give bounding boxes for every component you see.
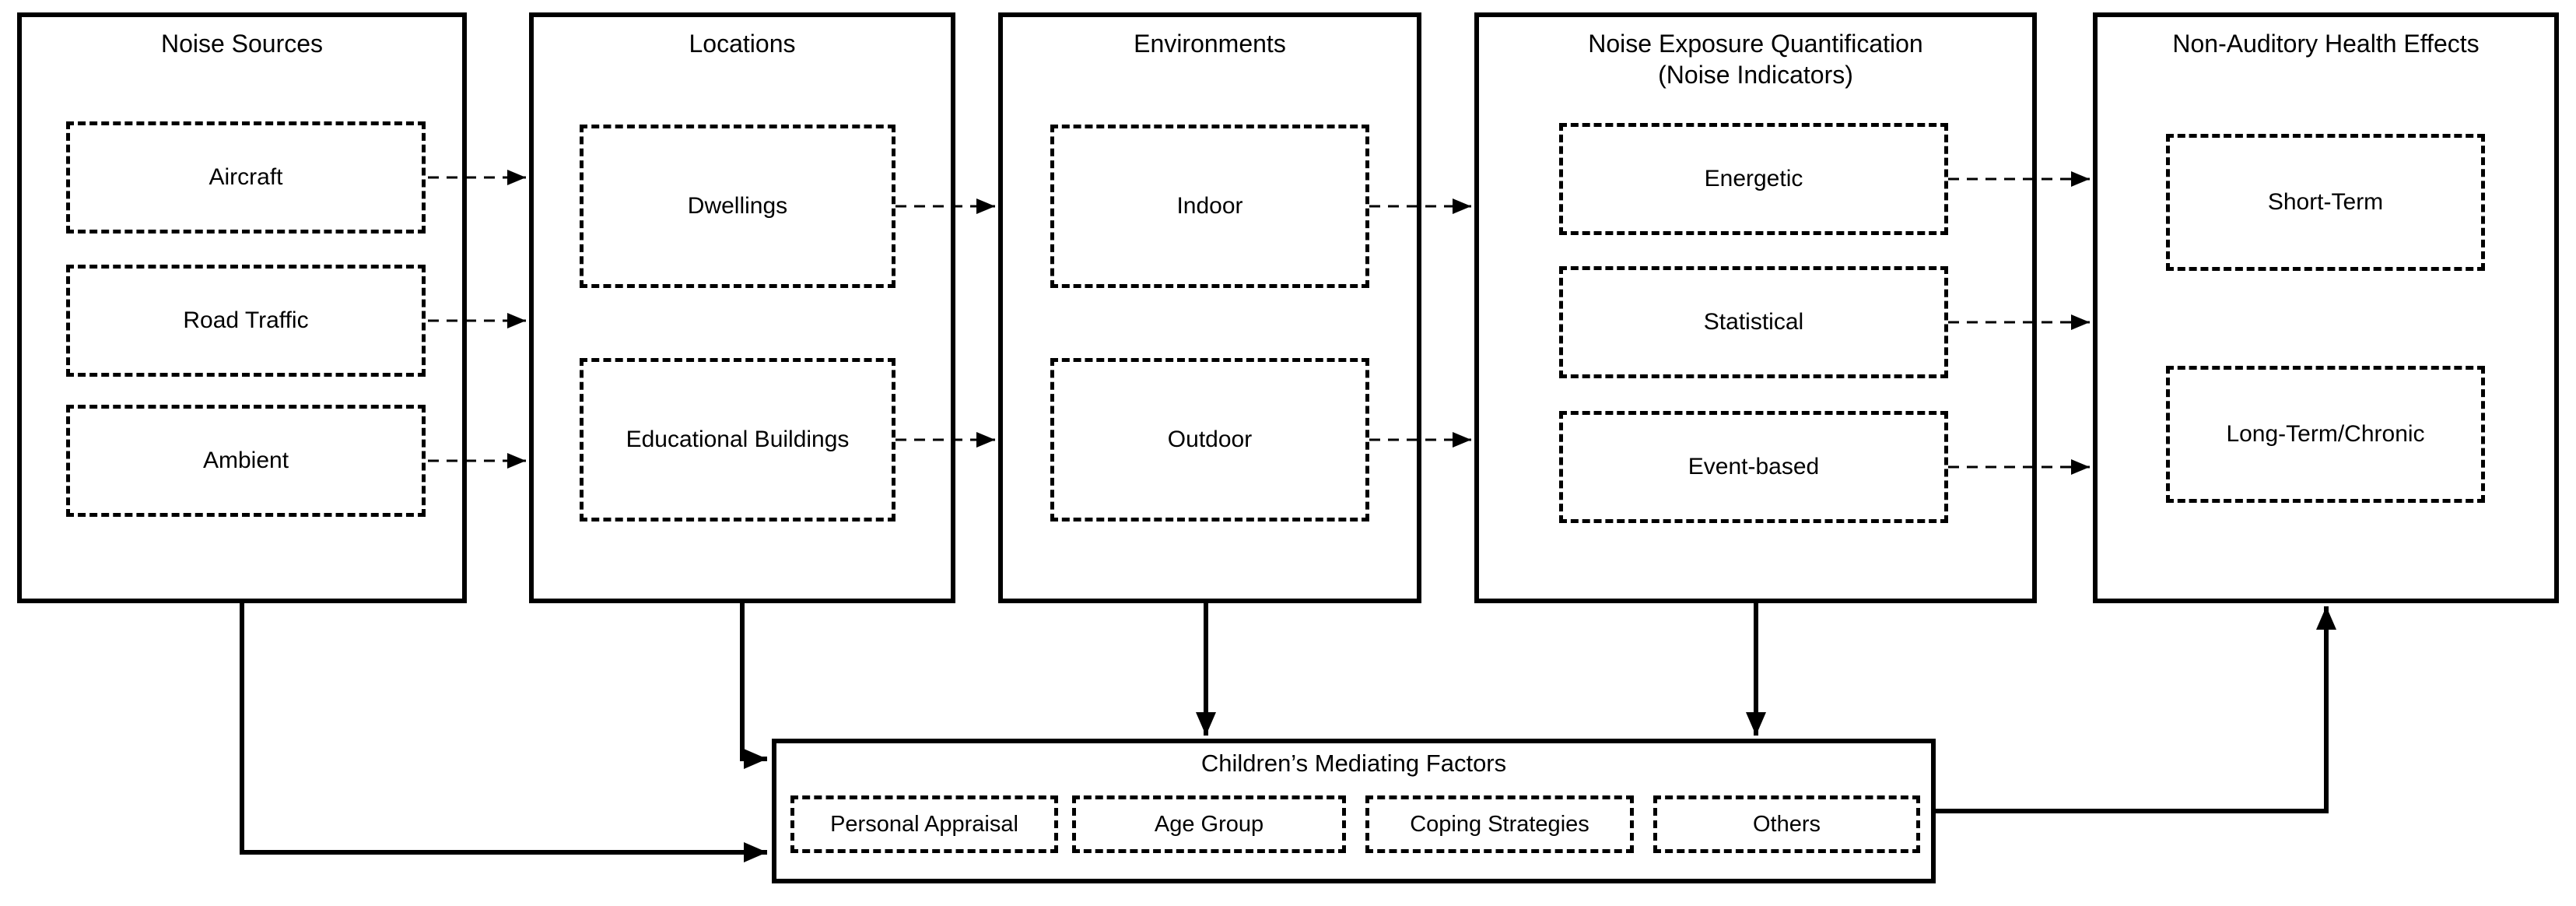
arrow-noise-sources-to-mediators bbox=[240, 603, 767, 862]
node-label: Event-based bbox=[1688, 454, 1820, 479]
column-noise-exposure-quantification: Noise Exposure Quantification (Noise Ind… bbox=[1474, 12, 2037, 603]
column-title: Locations bbox=[689, 30, 796, 58]
node-label: Energetic bbox=[1704, 166, 1803, 191]
arrow-locations-to-mediators bbox=[740, 603, 767, 769]
node-educational-buildings: Educational Buildings bbox=[580, 358, 895, 521]
column-non-auditory-health-effects: Non-Auditory Health Effects bbox=[2093, 12, 2559, 603]
node-label: Indoor bbox=[1176, 193, 1243, 219]
node-label: Dwellings bbox=[687, 193, 788, 219]
node-label: Age Group bbox=[1154, 811, 1264, 837]
node-label: Others bbox=[1752, 811, 1821, 837]
node-coping-strategies: Coping Strategies bbox=[1365, 795, 1634, 853]
node-statistical: Statistical bbox=[1559, 266, 1948, 378]
node-road-traffic: Road Traffic bbox=[66, 265, 426, 377]
node-aircraft: Aircraft bbox=[66, 121, 426, 234]
node-label: Outdoor bbox=[1167, 427, 1253, 452]
column-title: Non-Auditory Health Effects bbox=[2172, 30, 2480, 58]
node-label: Coping Strategies bbox=[1410, 811, 1589, 837]
node-outdoor: Outdoor bbox=[1050, 358, 1369, 521]
mediators-box: Children’s Mediating Factors bbox=[772, 739, 1936, 883]
node-age-group: Age Group bbox=[1072, 795, 1346, 853]
node-personal-appraisal: Personal Appraisal bbox=[790, 795, 1058, 853]
column-title: Noise Exposure Quantification bbox=[1588, 30, 1923, 58]
column-title: Environments bbox=[1134, 30, 1286, 58]
node-label: Personal Appraisal bbox=[830, 811, 1018, 837]
node-long-term-chronic: Long-Term/Chronic bbox=[2166, 366, 2485, 503]
node-indoor: Indoor bbox=[1050, 125, 1369, 288]
node-energetic: Energetic bbox=[1559, 123, 1948, 235]
node-dwellings: Dwellings bbox=[580, 125, 895, 288]
arrow-mediators-to-health-effects bbox=[1936, 606, 2336, 813]
node-label: Long-Term/Chronic bbox=[2226, 421, 2425, 447]
node-label: Educational Buildings bbox=[626, 427, 850, 452]
column-environments: Environments bbox=[998, 12, 1421, 603]
node-label: Statistical bbox=[1703, 309, 1804, 335]
node-short-term: Short-Term bbox=[2166, 134, 2485, 271]
node-label: Ambient bbox=[202, 448, 289, 473]
node-ambient: Ambient bbox=[66, 405, 426, 517]
column-noise-sources: Noise Sources bbox=[17, 12, 467, 603]
column-subtitle: (Noise Indicators) bbox=[1658, 61, 1853, 89]
mediators-title: Children’s Mediating Factors bbox=[1200, 750, 1507, 777]
node-label: Road Traffic bbox=[183, 307, 309, 333]
column-title: Noise Sources bbox=[160, 30, 324, 58]
column-locations: Locations bbox=[529, 12, 955, 603]
node-event-based: Event-based bbox=[1559, 411, 1948, 523]
node-label: Aircraft bbox=[209, 164, 283, 190]
node-others: Others bbox=[1653, 795, 1920, 853]
node-label: Short-Term bbox=[2267, 189, 2384, 215]
